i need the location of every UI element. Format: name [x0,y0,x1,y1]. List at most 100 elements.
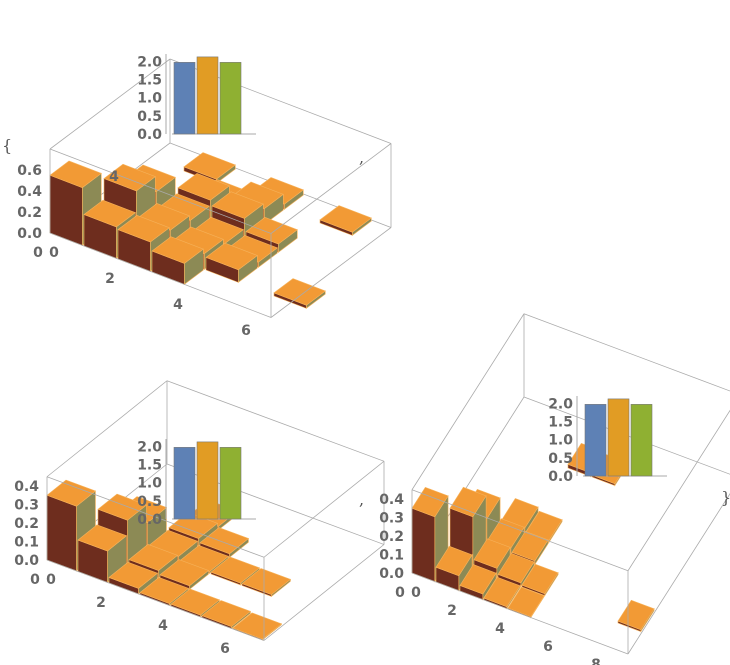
bar [483,576,521,610]
list-separator: , [359,148,365,167]
bar-top-face [241,568,292,595]
inset-bar-chart: 0.0 0.5 1.0 1.5 2.0 [137,54,256,143]
y-tick-label: 0 [395,585,405,601]
box-edge [49,232,272,318]
inset-y-tick-label: 1.0 [548,433,573,449]
bar-front-face [46,494,77,572]
box-edge [46,476,265,558]
inset-bar [173,447,196,520]
bar-top-face [497,553,535,584]
bar-top-face [201,600,252,627]
bar-top-face [211,191,264,219]
x-tick-label: 0 [49,245,59,261]
bar-top-face [77,524,128,552]
inset-y-tick-label: 2.0 [548,396,573,412]
list-separator: , [359,490,365,509]
x-tick-label: 0 [46,572,56,588]
y-tick-label: 0 [33,245,43,261]
inset-y-tick-label: 1.5 [137,72,162,88]
bar-top-face [435,545,473,577]
z-tick-label: 0.0 [379,566,404,582]
list-open-brace: { [2,136,13,155]
inset-y-tick-label: 0.5 [137,494,162,510]
bar-top-face [210,556,261,584]
bar-top-face [46,479,97,507]
bar [319,205,372,236]
inset-bar [219,62,242,135]
z-tick-label: 0.2 [14,516,39,532]
inset-bar-chart: 0.00.51.01.52.0 [137,439,256,528]
inset-bar [584,404,607,477]
bar-top-face [170,588,221,616]
z-tick-label: 0.2 [17,205,42,221]
inset-bar [196,56,219,135]
bar-top-face [459,564,497,595]
z-tick-label: 0.6 [17,163,42,179]
bar [497,553,535,588]
box-edge [411,489,629,572]
bar-top-face [108,561,159,589]
bar-top-face [159,559,210,587]
bar [108,561,159,595]
bar-top-face [49,160,102,188]
x-tick-label: 4 [173,297,183,313]
bar-top-face [177,173,230,201]
bar-top-face [483,576,521,608]
inset-y-tick-label: 0.0 [137,127,162,143]
z-tick-label: 0.1 [379,548,404,564]
bar-top-face [83,199,136,228]
z-tick-label: 0.4 [17,184,42,200]
x-tick-label: 6 [543,639,553,655]
x-tick-label: 4 [158,618,168,634]
z-tick-label: 0.0 [14,553,39,569]
z-tick-label: 0.4 [14,479,39,495]
bar [151,236,204,285]
z-tick-label: 0.0 [17,226,42,242]
list-close-brace: } [721,488,730,507]
y-tick-label: 0 [30,572,40,588]
bar-top-face [205,242,258,271]
x-tick-label: 2 [96,595,106,611]
inset-y-tick-label: 1.0 [137,91,162,107]
x-tick-label: 2 [447,603,457,619]
bar-top-face [117,215,170,243]
bar [507,586,545,619]
bar [617,599,655,633]
box-edge [46,380,168,478]
bar-top-face [507,586,545,617]
x-tick-label: 0 [411,585,421,601]
inset-y-tick-label: 0.0 [548,469,573,485]
inset-bar [219,447,242,520]
box-edge [523,313,730,392]
box-edge [627,409,730,571]
inset-bar [607,398,630,477]
x-tick-label: 4 [495,621,505,637]
inset-y-tick-label: 0.5 [548,451,573,467]
inset-y-tick-label: 1.5 [137,457,162,473]
z-tick-label: 0.2 [379,529,404,545]
box-edge [46,559,265,641]
y-tick-label: 4 [109,169,119,185]
inset-y-tick-label: 0.0 [137,512,162,528]
box-edge [166,380,385,462]
bar-top-face [232,612,283,640]
bar-top-face [319,205,372,233]
bar-top-face [273,278,326,306]
inset-y-tick-label: 0.5 [137,109,162,125]
bar-top-face [183,152,236,180]
x-tick-label: 2 [105,271,115,287]
bar [521,563,559,597]
box-edge [263,460,385,558]
bar [77,524,128,584]
z-tick-label: 0.3 [379,511,404,527]
bar [205,242,258,283]
box-edge [270,143,392,234]
bar-top-face [473,538,511,569]
z-tick-label: 0.1 [14,535,39,551]
inset-y-tick-label: 2.0 [137,54,162,70]
box-edge [411,572,629,655]
